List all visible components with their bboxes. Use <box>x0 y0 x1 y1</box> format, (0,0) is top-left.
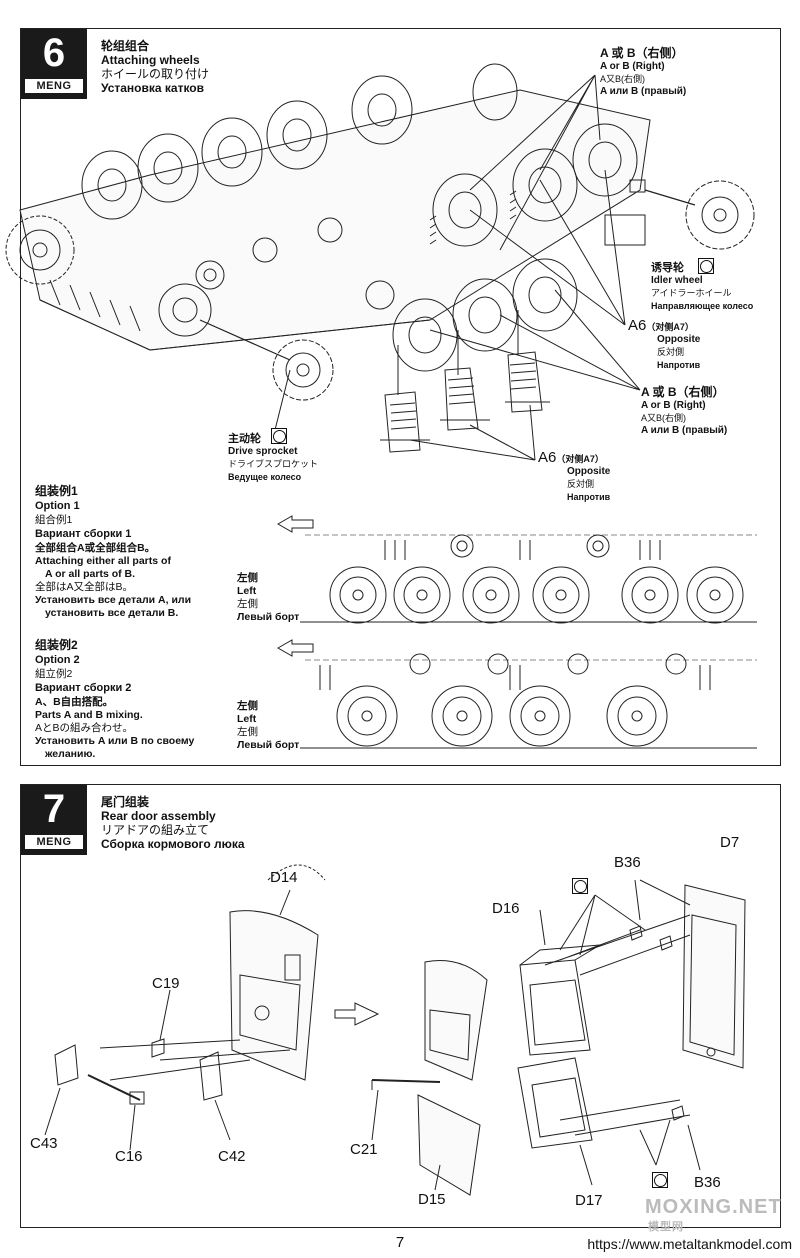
step-6-badge: 6 MENG <box>21 29 87 99</box>
part-c19: C19 <box>152 975 180 992</box>
page-number: 7 <box>395 1234 405 1251</box>
no-glue-icon <box>572 878 588 894</box>
part-c42: C42 <box>218 1148 246 1165</box>
part-d7: D7 <box>720 834 740 851</box>
part-c21: C21 <box>350 1141 378 1158</box>
part-d17: D17 <box>575 1192 603 1209</box>
label-idler-wheel: 诱导轮 Idler wheel アイドラーホイール Направляющее к… <box>651 262 754 311</box>
option-1-text: 组装例1 Option 1 組合例1 Вариант сборки 1 全部组合… <box>35 484 192 619</box>
title-cn: 轮组组合 <box>101 39 150 53</box>
title-ru: Сборка кормового люка <box>101 837 245 851</box>
part-d16: D16 <box>492 900 520 917</box>
option-2-side: 左侧 Left 左側 Левый борт <box>237 700 300 751</box>
title-en: Rear door assembly <box>101 809 216 823</box>
site-url: https://www.metaltankmodel.com <box>587 1236 792 1252</box>
title-cn: 尾门组装 <box>101 795 150 809</box>
no-glue-icon <box>271 428 287 444</box>
label-a6-mid: A6（对侧A7） Opposite 反対側 Напротив <box>628 317 701 370</box>
step-7-title: 尾门组装 Rear door assembly リアドアの組み立て Сборка… <box>101 795 245 851</box>
part-d15: D15 <box>418 1191 446 1208</box>
label-a-or-b-top: A 或 B（右侧） A or B (Right) A又B(右側) A или B… <box>600 46 687 97</box>
meng-logo: MENG <box>25 79 83 93</box>
no-glue-icon <box>652 1172 668 1188</box>
option-1-side: 左侧 Left 左側 Левый борт <box>237 572 300 623</box>
no-glue-icon <box>698 258 714 274</box>
step-6-number: 6 <box>42 31 66 75</box>
title-ru: Установка катков <box>101 81 205 95</box>
title-en: Attaching wheels <box>101 53 200 67</box>
step-6-title: 轮组组合 Attaching wheels ホイールの取り付け Установк… <box>101 39 209 95</box>
label-a-or-b-mid: A 或 B（右侧） A or B (Right) A又B(右側) A или B… <box>641 385 728 436</box>
part-d14: D14 <box>270 869 298 886</box>
watermark: MOXING.NET <box>645 1196 782 1218</box>
part-b36-bottom: B36 <box>694 1174 721 1191</box>
step-7-number: 7 <box>42 787 66 831</box>
title-jp: ホイールの取り付け <box>101 67 210 81</box>
part-c43: C43 <box>30 1135 58 1152</box>
label-a6-bottom: A6（对侧A7） Opposite 反対側 Напротив <box>538 449 611 502</box>
label-drive-sprocket: 主动轮 Drive sprocket ドライブスプロケット Ведущее ко… <box>228 433 319 482</box>
part-c16: C16 <box>115 1148 143 1165</box>
meng-logo: MENG <box>25 835 83 849</box>
step-7-badge: 7 MENG <box>21 785 87 855</box>
title-jp: リアドアの組み立て <box>101 823 210 837</box>
watermark-sub: 模型网 <box>648 1221 684 1233</box>
option-2-text: 组装例2 Option 2 組立例2 Вариант сборки 2 A、B自… <box>35 638 195 760</box>
part-b36-top: B36 <box>614 854 641 871</box>
